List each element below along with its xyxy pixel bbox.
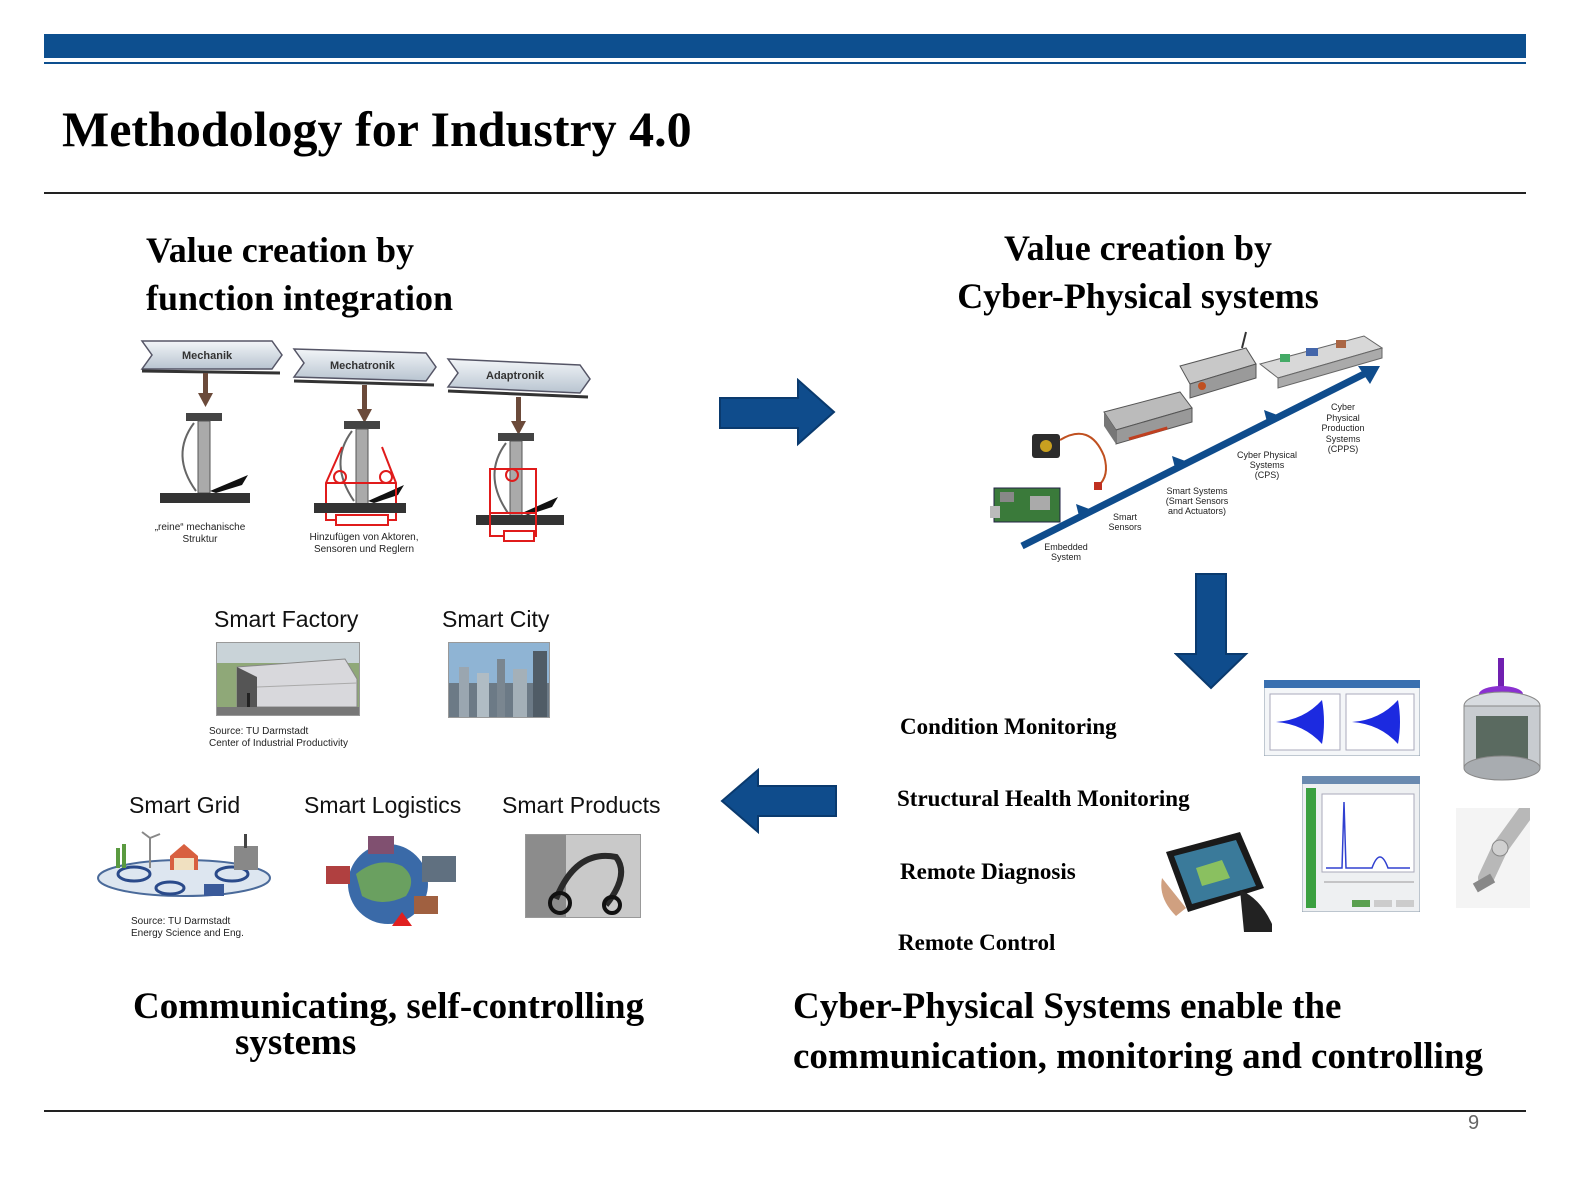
stage-line: (CPPS): [1327, 444, 1359, 454]
stage-smart-systems: Smart Systems (Smart Sensors and Actuato…: [1162, 486, 1232, 516]
title-divider: [44, 192, 1526, 194]
text-line: systems: [235, 1022, 357, 1063]
stage-tag-mechanik: [140, 340, 283, 375]
stage-cps: Cyber Physical Systems (CPS): [1234, 450, 1300, 480]
stage-label-mechanik: Mechanik: [182, 350, 233, 362]
smart-factory-image: [216, 642, 360, 716]
footer-rule: [44, 1110, 1526, 1112]
grid-source: Source: TU Darmstadt Energy Science and …: [131, 916, 244, 940]
structure-adaptronik: [476, 433, 564, 542]
structural-health-chart-image: [1302, 776, 1420, 912]
heading-line: Value creation by: [1003, 228, 1272, 268]
structural-health-monitoring-label: Structural Health Monitoring: [897, 786, 1190, 811]
condition-monitoring-chart-image: [1264, 680, 1420, 756]
smart-products-image: [525, 834, 641, 918]
stage-line: Cyber: [1330, 402, 1355, 412]
condition-monitoring-label: Condition Monitoring: [900, 714, 1117, 739]
stage-smart-sensors: Smart Sensors: [1104, 512, 1146, 532]
stage-line: Systems: [1249, 460, 1285, 470]
stage-line: System: [1050, 552, 1081, 562]
stage-line: Smart Systems: [1166, 486, 1228, 496]
bottom-left-text: Communicating, self-controlling systems: [133, 984, 644, 1066]
text-line: communication, monitoring and controllin…: [793, 1036, 1484, 1077]
smart-city-label: Smart City: [442, 606, 550, 632]
smart-logistics-image: [326, 836, 456, 926]
smart-logistics-label: Smart Logistics: [304, 792, 462, 818]
stage-embedded: Embedded System: [1040, 542, 1092, 562]
arrow-right-icon: [719, 378, 836, 447]
stage-line: Production: [1321, 423, 1365, 433]
source-line: Source: TU Darmstadt: [209, 726, 309, 737]
source-line: Source: TU Darmstadt: [131, 916, 231, 927]
embedded-board-image: [990, 487, 1061, 523]
caption-line: Sensoren und Reglern: [313, 544, 415, 555]
stage-line: (Smart Sensors: [1165, 496, 1229, 506]
stage-label-mechatronik: Mechatronik: [330, 360, 395, 372]
stage-label-adaptronik: Adaptronik: [486, 370, 545, 382]
text-line: Cyber-Physical Systems enable the: [793, 986, 1342, 1027]
caption-line: Struktur: [182, 534, 218, 545]
robot-arm-image: [1456, 808, 1530, 908]
arrow-left-icon: [720, 768, 837, 835]
stage-line: and Actuators): [1167, 506, 1227, 516]
caption-line: „reine“ mechanische: [154, 522, 246, 533]
smart-factory-label: Smart Factory: [214, 606, 359, 632]
stage-cpps: Cyber Physical Production Systems (CPPS): [1316, 402, 1370, 455]
stage-line: Embedded: [1044, 542, 1088, 552]
stage-line: (CPS): [1254, 470, 1280, 480]
stage-line: Systems: [1325, 433, 1361, 444]
caption-mechanik: „reine“ mechanische Struktur: [148, 522, 252, 546]
smart-grid-image: [97, 831, 271, 897]
remote-diagnosis-label: Remote Diagnosis: [900, 859, 1076, 884]
arrow-down-icon: [1174, 573, 1249, 690]
smart-system-housing-image: [1103, 391, 1193, 445]
structure-mechatronik: [314, 421, 406, 526]
header-line: [44, 62, 1526, 64]
tablet-remote-diagnosis-image: [1161, 832, 1272, 932]
source-line: Center of Industrial Productivity: [209, 738, 348, 749]
stage-line: Smart: [1112, 512, 1137, 522]
text-line: Communicating, self-controlling: [133, 986, 645, 1027]
page-title: Methodology for Industry 4.0: [62, 101, 692, 157]
smart-products-label: Smart Products: [502, 792, 661, 818]
stage-line: Sensors: [1108, 522, 1142, 532]
cpps-production-image: [1258, 335, 1384, 389]
cps-heading: Value creation by Cyber-Physical systems: [940, 224, 1336, 320]
caption-line: Hinzufügen von Aktoren,: [309, 532, 419, 543]
structure-mechanik: [160, 413, 250, 503]
sensor-housing-image: [1463, 658, 1541, 781]
heading-line: Cyber-Physical systems: [957, 276, 1319, 316]
stage-tag-adaptronik: [446, 358, 591, 399]
cps-evolution-diagram: [990, 331, 1384, 550]
stage-line: Cyber Physical: [1236, 450, 1298, 460]
page-number: 9: [1468, 1112, 1480, 1134]
function-integration-heading: Value creation by function integration: [146, 226, 453, 322]
cps-housing-image: [1179, 331, 1257, 399]
smart-sensor-image: [1032, 432, 1107, 490]
stage-tag-mechatronik: [292, 348, 437, 387]
smart-grid-label: Smart Grid: [129, 792, 241, 818]
heading-line: function integration: [146, 278, 454, 318]
source-line: Energy Science and Eng.: [131, 928, 244, 939]
stage-line: Physical: [1326, 412, 1360, 423]
function-integration-diagram: [140, 340, 591, 542]
bottom-right-text: Cyber-Physical Systems enable the commun…: [793, 982, 1483, 1082]
factory-source: Source: TU Darmstadt Center of Industria…: [209, 726, 348, 750]
heading-line: Value creation by: [146, 230, 415, 270]
smart-city-image: [448, 642, 550, 718]
remote-control-label: Remote Control: [898, 930, 1056, 955]
caption-mechatronik: Hinzufügen von Aktoren, Sensoren und Reg…: [302, 532, 426, 556]
header-bar: [44, 34, 1526, 58]
